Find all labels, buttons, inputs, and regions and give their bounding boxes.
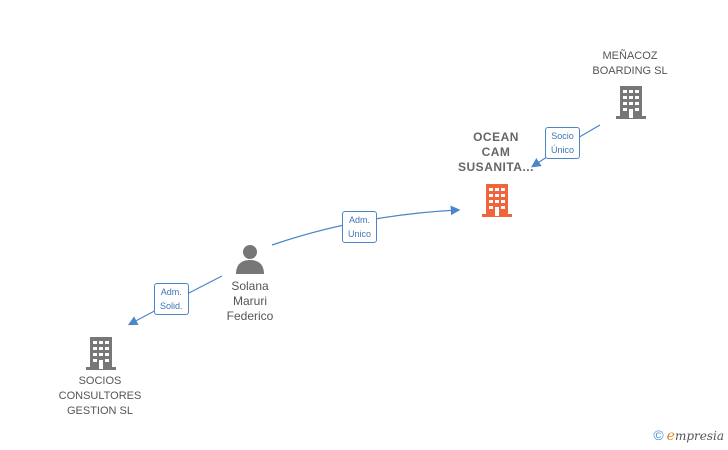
building-icon[interactable]: [614, 84, 648, 120]
brand-logo-e: e: [666, 428, 675, 444]
node-label-line: GESTION SL: [66, 405, 134, 417]
copyright-symbol: ©: [653, 427, 664, 443]
node-label-line: MEÑACOZ: [602, 50, 658, 62]
edge-label-line: Adm.: [160, 287, 182, 297]
node-label-line: SOCIOS: [78, 375, 122, 387]
edge-label-adm-unico[interactable]: Adm. Unico: [342, 211, 378, 243]
edge-label-socio-unico[interactable]: Socio Único: [545, 127, 581, 159]
node-label-meñacoz: MEÑACOZ BOARDING SL: [578, 49, 682, 79]
node-label-line: Solana: [231, 279, 269, 293]
node-label-line: CONSULTORES: [58, 390, 142, 402]
edge-label-line: Solid.: [160, 301, 183, 311]
brand-watermark: ©empresia: [653, 427, 724, 444]
node-label-socios: SOCIOS CONSULTORES GESTION SL: [48, 374, 152, 419]
building-icon[interactable]: [480, 182, 514, 218]
node-label-line: Federico: [226, 309, 274, 323]
node-label-ocean: OCEAN CAM SUSANITA...: [446, 130, 546, 175]
building-icon[interactable]: [84, 335, 118, 371]
node-label-line: OCEAN: [473, 130, 519, 144]
node-label-solana: Solana Maruri Federico: [206, 279, 294, 324]
edge-label-line: Adm.: [349, 215, 371, 225]
edge-label-line: Único: [551, 145, 575, 155]
node-label-line: BOARDING SL: [592, 65, 668, 77]
edge-label-line: Socio: [551, 131, 574, 141]
node-label-line: Maruri: [232, 294, 267, 308]
edge-label-line: Unico: [348, 229, 372, 239]
brand-logo-text: mpresia: [674, 429, 724, 443]
person-icon[interactable]: [234, 243, 266, 275]
edge-label-adm-solid[interactable]: Adm. Solid.: [154, 283, 189, 315]
node-label-line: CAM: [481, 145, 511, 159]
node-label-line: SUSANITA...: [458, 160, 534, 174]
